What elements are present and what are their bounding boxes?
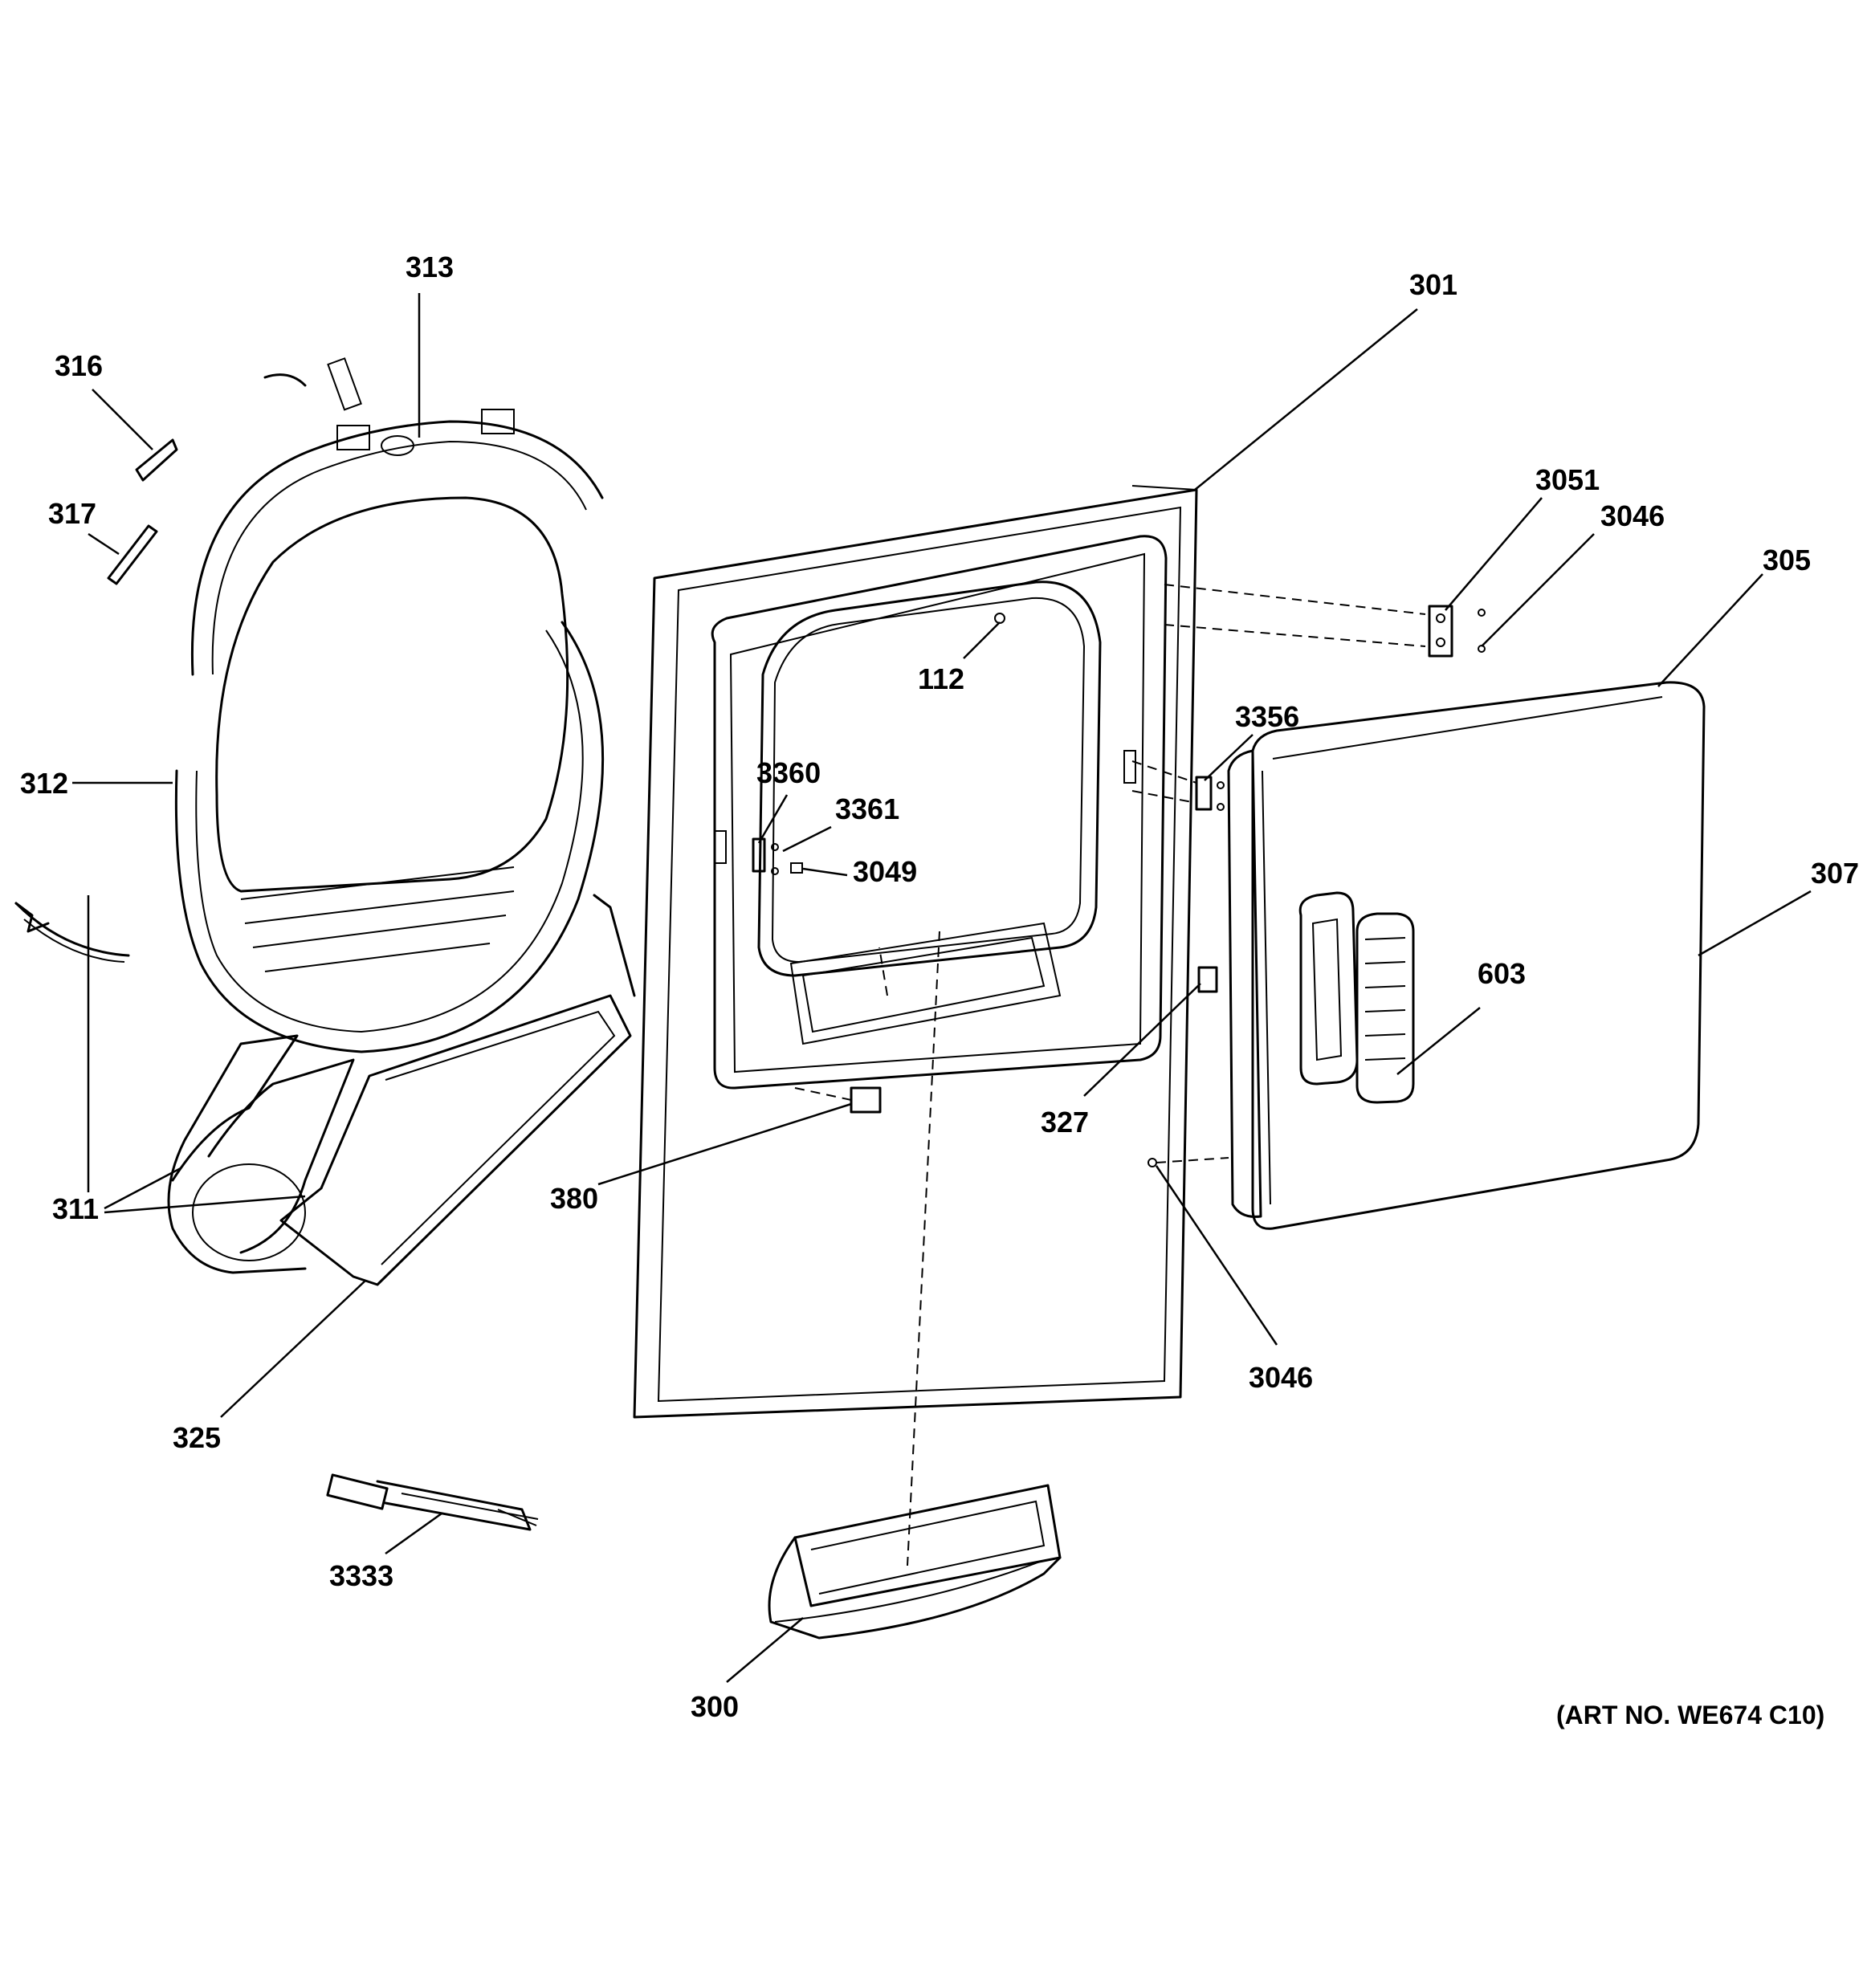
part-labels: 313 301 316 317 3051 3046 305 112 3356 3… xyxy=(20,251,1859,1729)
label-300: 300 xyxy=(691,1690,739,1723)
label-3049: 3049 xyxy=(853,855,917,888)
label-3046-bottom: 3046 xyxy=(1249,1361,1313,1394)
label-112: 112 xyxy=(918,662,964,695)
front-panel-301 xyxy=(633,485,1198,1419)
label-307: 307 xyxy=(1811,857,1859,890)
label-325: 325 xyxy=(173,1421,221,1454)
strike-3360 xyxy=(752,837,803,875)
label-3361: 3361 xyxy=(835,792,899,825)
switch-380 xyxy=(850,1086,882,1114)
label-327: 327 xyxy=(1041,1106,1089,1139)
label-316: 316 xyxy=(55,349,103,382)
strip-317 xyxy=(107,524,158,585)
lint-filter-300 xyxy=(768,1484,1062,1640)
label-3051: 3051 xyxy=(1535,463,1600,496)
label-305: 305 xyxy=(1763,544,1811,576)
assembly-lines xyxy=(794,584,1426,1566)
screw-3046b xyxy=(1148,1158,1157,1167)
sensor-3333 xyxy=(326,1473,539,1531)
clip-316 xyxy=(135,438,178,482)
label-603: 603 xyxy=(1478,957,1526,990)
label-312: 312 xyxy=(20,767,68,800)
hinge-3051 xyxy=(1428,605,1486,658)
label-3046-top: 3046 xyxy=(1600,499,1665,532)
label-3333: 3333 xyxy=(329,1559,393,1592)
duct-311 xyxy=(14,902,355,1274)
label-317: 317 xyxy=(48,497,96,530)
label-313: 313 xyxy=(406,251,454,283)
label-3356: 3356 xyxy=(1235,700,1299,733)
door-305-307 xyxy=(1227,681,1706,1230)
art-number: (ART NO. WE674 C10) xyxy=(1556,1701,1824,1729)
label-380: 380 xyxy=(550,1182,598,1215)
leader-lines xyxy=(72,293,1812,1683)
bolt-112 xyxy=(994,613,1005,624)
drum-bulkhead-313 xyxy=(174,357,605,1053)
label-311: 311 xyxy=(52,1192,99,1225)
switch-327 xyxy=(1197,966,1218,993)
label-301: 301 xyxy=(1409,268,1457,301)
label-3360: 3360 xyxy=(756,756,821,789)
hinge-3356 xyxy=(1195,776,1225,811)
lint-duct-325 xyxy=(279,894,636,1286)
